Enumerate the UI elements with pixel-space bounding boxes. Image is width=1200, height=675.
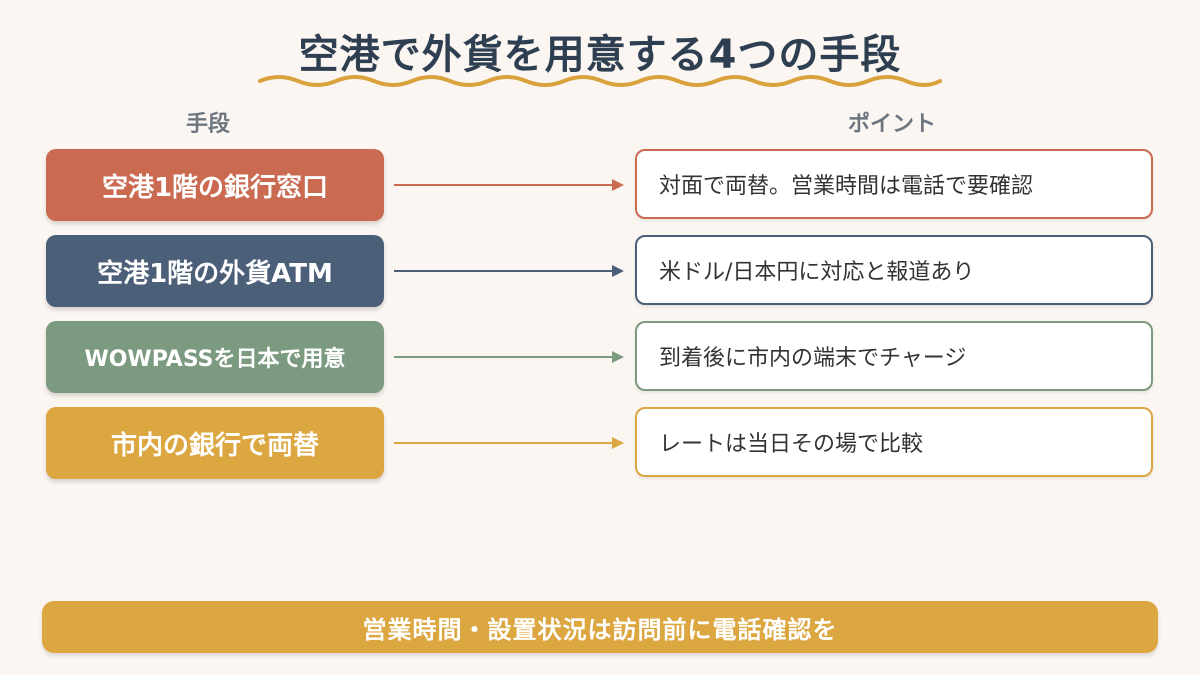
page-title: 空港で外貨を用意する4つの手段 (298, 32, 902, 78)
title-underline (258, 75, 942, 87)
arrow-icon (394, 179, 624, 191)
footer-banner: 営業時間・設置状況は訪問前に電話確認を (42, 601, 1158, 653)
method-box-atm: 空港1階の外貨ATM (46, 235, 384, 307)
point-box-wowpass: 到着後に市内の端末でチャージ (635, 321, 1153, 391)
method-row-2: 空港1階の外貨ATM 米ドル/日本円に対応と報道あり (0, 235, 1200, 309)
point-column-header: ポイント (848, 112, 937, 137)
point-box-city-bank: レートは当日その場で比較 (635, 407, 1153, 477)
method-row-3: WOWPASSを日本で用意 到着後に市内の端末でチャージ (0, 321, 1200, 395)
arrow-icon (394, 265, 624, 277)
method-box-city-bank: 市内の銀行で両替 (46, 407, 384, 479)
method-row-4: 市内の銀行で両替 レートは当日その場で比較 (0, 407, 1200, 481)
point-box-bank-counter: 対面で両替。営業時間は電話で要確認 (635, 149, 1153, 219)
point-box-atm: 米ドル/日本円に対応と報道あり (635, 235, 1153, 305)
method-box-wowpass: WOWPASSを日本で用意 (46, 321, 384, 393)
method-column-header: 手段 (186, 112, 231, 137)
method-row-1: 空港1階の銀行窓口 対面で両替。営業時間は電話で要確認 (0, 149, 1200, 223)
arrow-icon (394, 437, 624, 449)
method-box-bank-counter: 空港1階の銀行窓口 (46, 149, 384, 221)
arrow-icon (394, 351, 624, 363)
